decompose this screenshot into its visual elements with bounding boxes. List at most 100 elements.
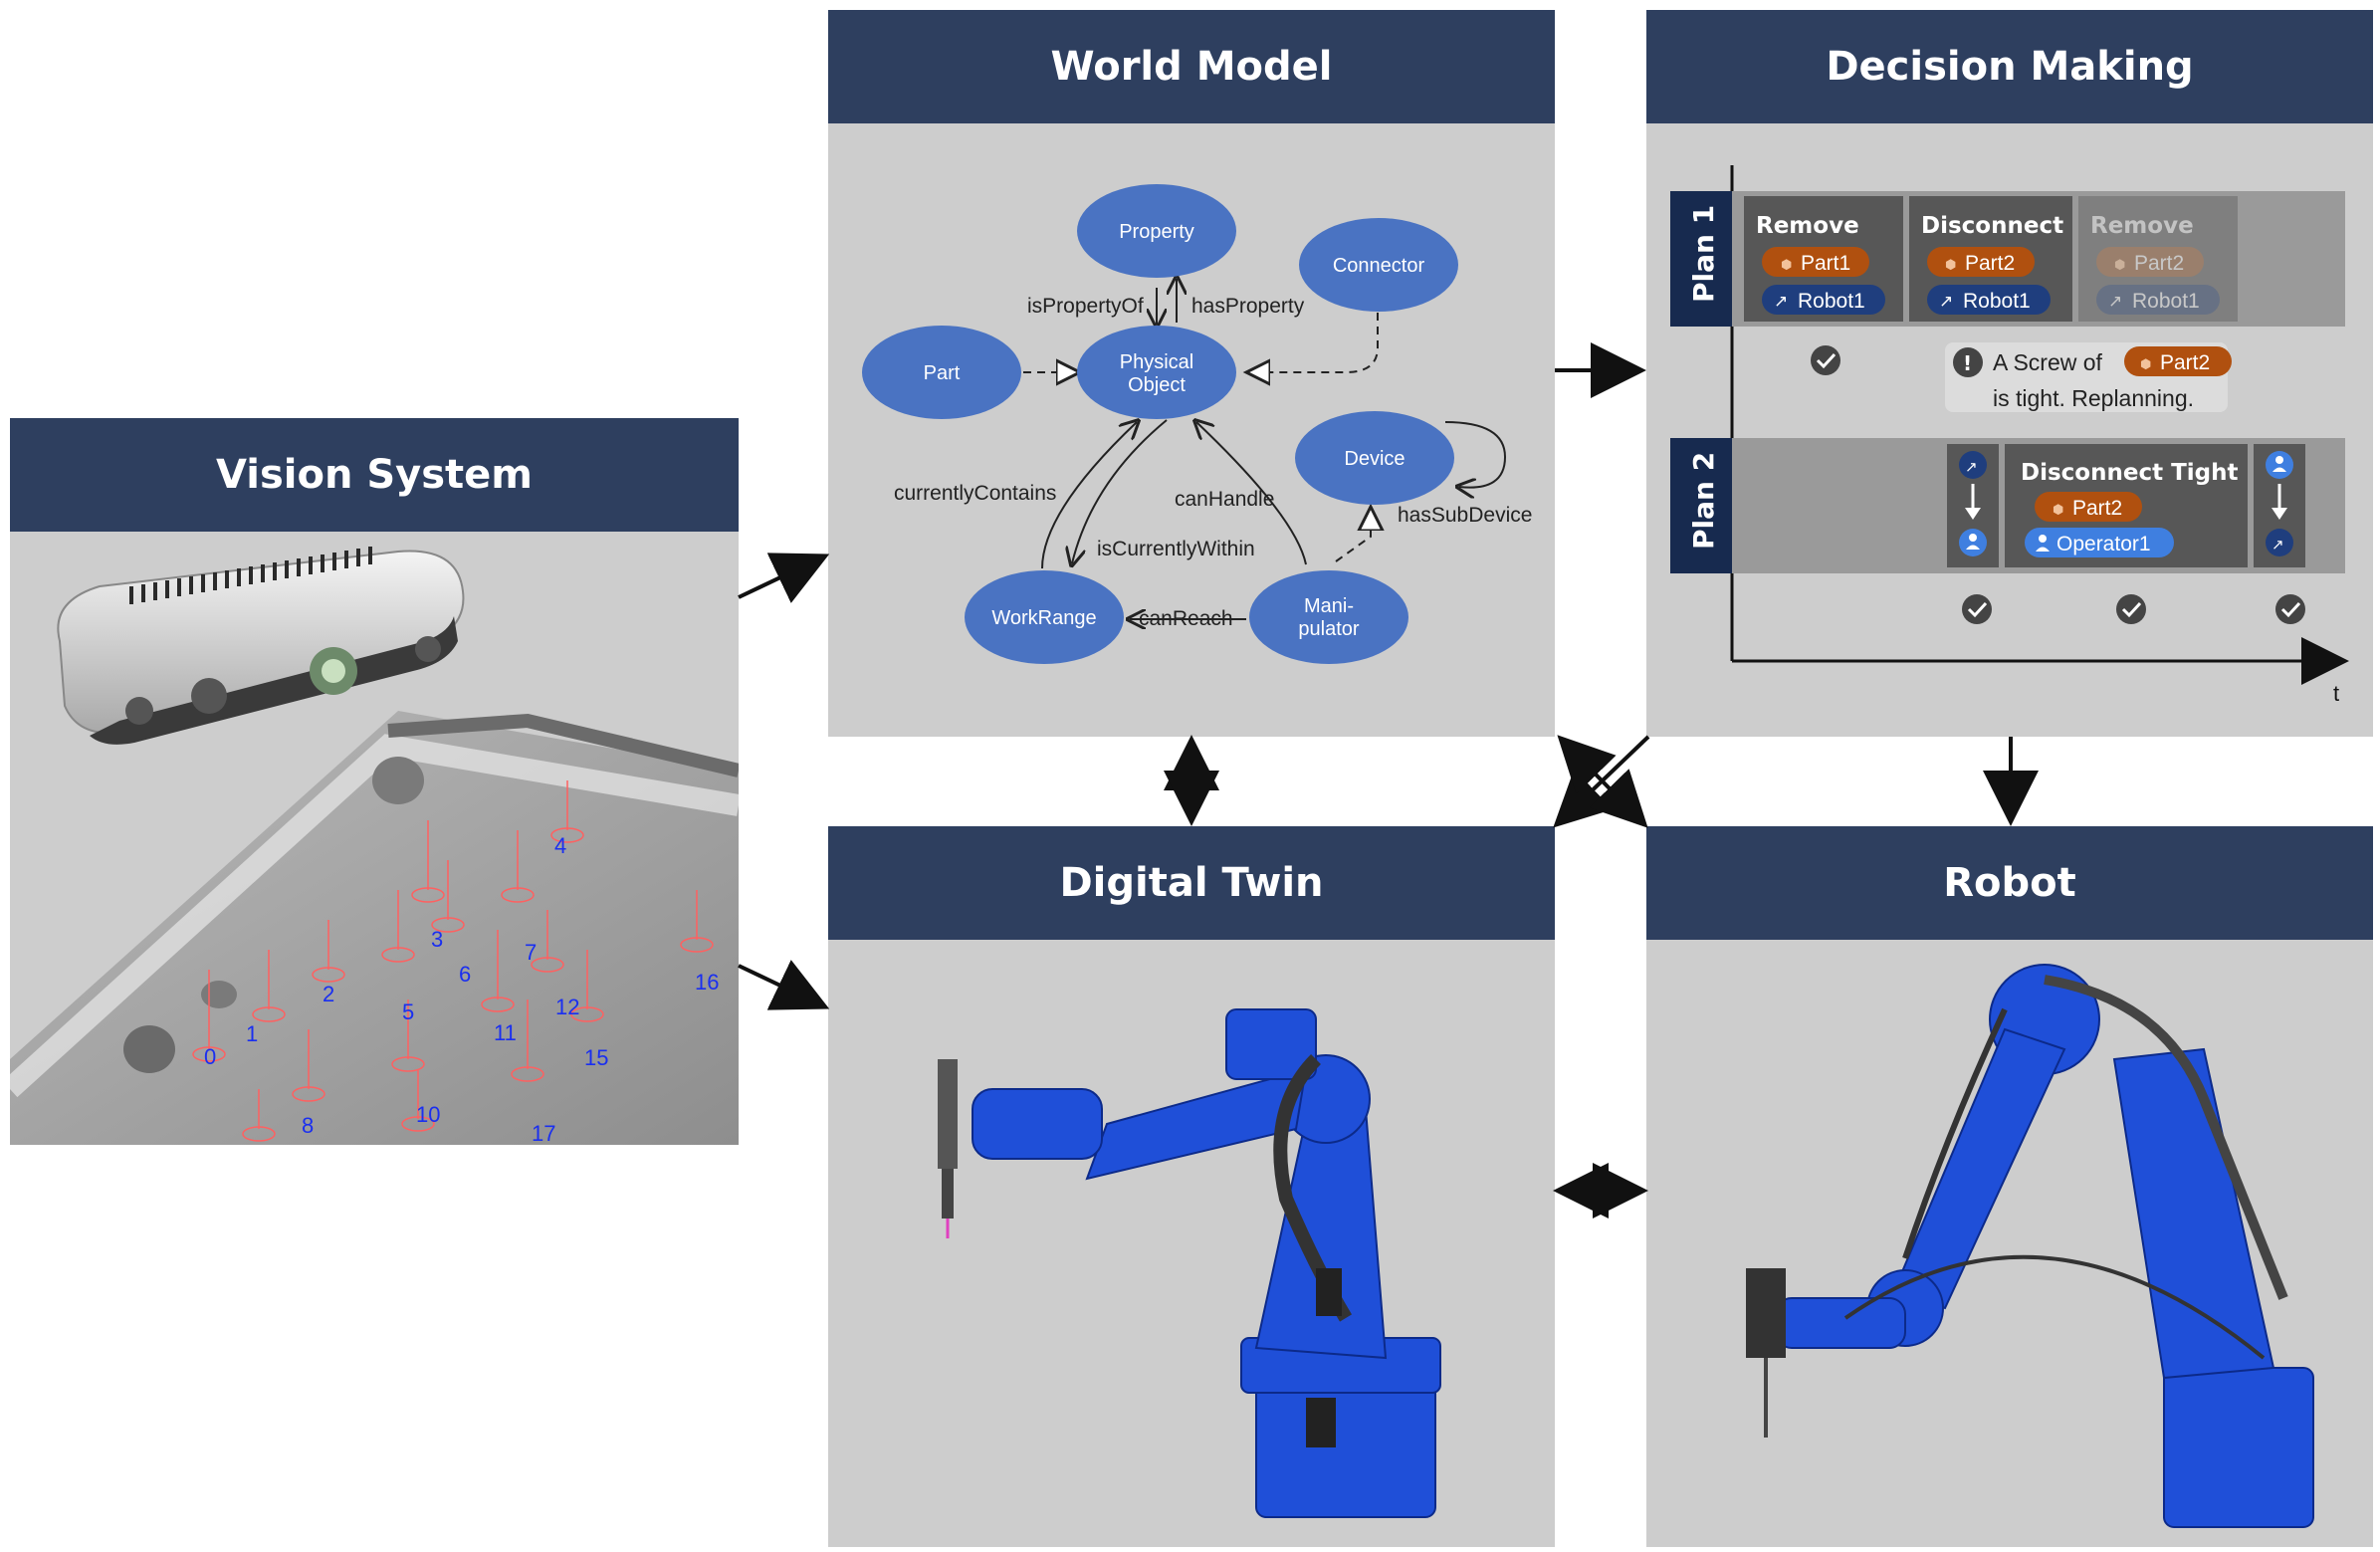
edge-label-has-property: hasProperty: [1191, 295, 1305, 318]
step-action-label: Remove: [2090, 213, 2194, 239]
digital-twin-title: Digital Twin: [828, 826, 1555, 940]
decision-making-body: t Plan 1 Remove ⬢ Part1 ↗ Robot1 Disconn…: [1646, 123, 2373, 737]
alert-part-badge: [2124, 346, 2232, 376]
arrow-vision-to-world: [738, 553, 830, 603]
person-icon: [2036, 547, 2050, 552]
plan2-step-disconnect-tight-part2: Disconnect Tight ⬢ Part2 Operator1: [2005, 444, 2248, 567]
node-physical-object-label-1: Physical: [1120, 351, 1193, 373]
robot-panel: Robot: [1646, 826, 2373, 1547]
robot-arm-icon: ↗: [1939, 292, 1953, 311]
robot-arm-icon: ↗: [2108, 292, 2122, 311]
hole-label-6: 6: [459, 962, 471, 987]
node-workrange-label: WorkRange: [991, 607, 1096, 629]
ontology-graph: Property Connector Part Physical Object …: [862, 184, 1532, 664]
node-connector-label: Connector: [1333, 255, 1425, 277]
node-property-label: Property: [1119, 221, 1194, 243]
step-action-label: Remove: [1756, 213, 1859, 239]
plan1-label: Plan 1: [1687, 205, 1720, 303]
box-icon: ⬢: [2114, 257, 2125, 272]
hole-label-12: 12: [555, 995, 579, 1019]
node-part-label: Part: [924, 362, 961, 384]
node-manipulator-label-1: Mani-: [1304, 595, 1354, 617]
vision-system-panel: Vision System: [2, 418, 741, 1170]
check-icon: [1962, 594, 1992, 624]
edge-label-can-handle: canHandle: [1175, 488, 1274, 511]
hole-label-3: 3: [431, 927, 443, 952]
alert-text-line1: A Screw of: [1993, 349, 2103, 375]
robot-arm-icon: ↗: [1965, 459, 1978, 476]
agent-badge: [1762, 285, 1885, 315]
robot-arm-icon: ↗: [1774, 292, 1788, 311]
hole-label-17: 17: [532, 1121, 555, 1145]
decision-making-panel: Decision Making t Plan 1 Remove ⬢ Part1: [1646, 10, 2373, 737]
world-model-title: World Model: [828, 10, 1555, 123]
depth-camera-image: [57, 547, 465, 745]
box-icon: ⬢: [1945, 257, 1956, 272]
arrow-decision-to-twin: [1553, 735, 1650, 828]
hole-label-7: 7: [525, 940, 537, 965]
agent-badge-label: Robot1: [2132, 290, 2200, 313]
hole-label-5: 5: [402, 999, 414, 1024]
part-badge: [1927, 247, 2035, 277]
edge-label-is-currently-within: isCurrentlyWithin: [1097, 538, 1255, 560]
vision-system-title: Vision System: [10, 418, 739, 532]
vision-system-body: 0 1 2 3 4 5 6 7 8 9 10 11 12 14 15 16 17: [2, 532, 741, 1170]
part-badge-label: Part1: [1801, 252, 1850, 275]
edge-label-can-reach: canReach: [1139, 607, 1233, 630]
robot-arm-icon: ↗: [2272, 537, 2284, 554]
part-badge-label: Part2: [2072, 497, 2122, 520]
digital-twin-robot-image: [938, 1008, 1441, 1518]
plan1-step-disconnect-part2: Disconnect ⬢ Part2 ↗ Robot1: [1909, 196, 2072, 322]
hole-label-2: 2: [323, 982, 334, 1006]
plan-timeline: t Plan 1 Remove ⬢ Part1 ↗ Robot1 Disconn…: [1670, 165, 2349, 706]
node-workrange: [965, 570, 1124, 664]
part-badge: [2035, 492, 2142, 522]
agent-badge: [1927, 285, 2051, 315]
arrow-vision-to-twin: [738, 960, 830, 1010]
plan1-step-remove-part2-cancelled: Remove ⬢ Part2 ↗ Robot1: [2078, 196, 2238, 322]
check-icon: [2275, 594, 2305, 624]
plan1-step-remove-part1: Remove ⬢ Part1 ↗ Robot1: [1744, 196, 1903, 322]
hole-label-16: 16: [695, 970, 719, 995]
alert-text-line2: is tight. Replanning.: [1993, 385, 2194, 411]
digital-twin-body: [828, 940, 1555, 1547]
node-manipulator: [1249, 570, 1408, 664]
hole-label-15: 15: [584, 1045, 608, 1070]
ontology-nodes: [862, 184, 1458, 664]
hole-label-1: 1: [246, 1021, 258, 1046]
node-device-label: Device: [1344, 448, 1405, 470]
box-icon: ⬢: [2140, 356, 2151, 371]
hole-label-4: 4: [554, 833, 566, 858]
box-icon: ⬢: [2053, 502, 2063, 517]
svg-text:!: !: [1963, 351, 1972, 375]
agent-badge-label: Robot1: [1963, 290, 2031, 313]
handover-operator-to-robot: ↗: [2254, 444, 2305, 567]
node-property: [1077, 184, 1236, 278]
node-connector: [1299, 218, 1458, 312]
part-badge-label: Part2: [2134, 252, 2184, 275]
person-icon: [2272, 467, 2286, 472]
alert-icon: [1953, 347, 1983, 377]
node-device: [1295, 411, 1454, 505]
agent-badge: [2025, 528, 2174, 557]
check-icon: [1811, 345, 1840, 375]
edge-label-currently-contains: currentlyContains: [894, 482, 1056, 505]
hole-label-8: 8: [302, 1113, 314, 1138]
node-physical-object-label-2: Object: [1128, 374, 1186, 396]
time-axis-label: t: [2333, 681, 2339, 706]
node-part: [862, 326, 1021, 419]
edge-label-has-sub-device: hasSubDevice: [1398, 504, 1532, 527]
arrow-world-robot: [1557, 735, 1648, 828]
part-badge: [1762, 247, 1869, 277]
edge-label-is-property-of: isPropertyOf: [1027, 295, 1144, 318]
step-action-label: Disconnect: [1921, 213, 2063, 239]
plan2-label: Plan 2: [1687, 452, 1720, 550]
check-icon: [2116, 594, 2146, 624]
handover-robot-to-operator: ↗: [1947, 444, 1999, 567]
world-model-body: Property Connector Part Physical Object …: [828, 123, 1555, 737]
box-icon: ⬢: [1781, 257, 1792, 272]
plan1-label-box: [1670, 191, 1732, 327]
part-badge-label: Part2: [1965, 252, 2015, 275]
hole-label-10: 10: [416, 1102, 440, 1127]
robot-body: [1646, 940, 2373, 1547]
